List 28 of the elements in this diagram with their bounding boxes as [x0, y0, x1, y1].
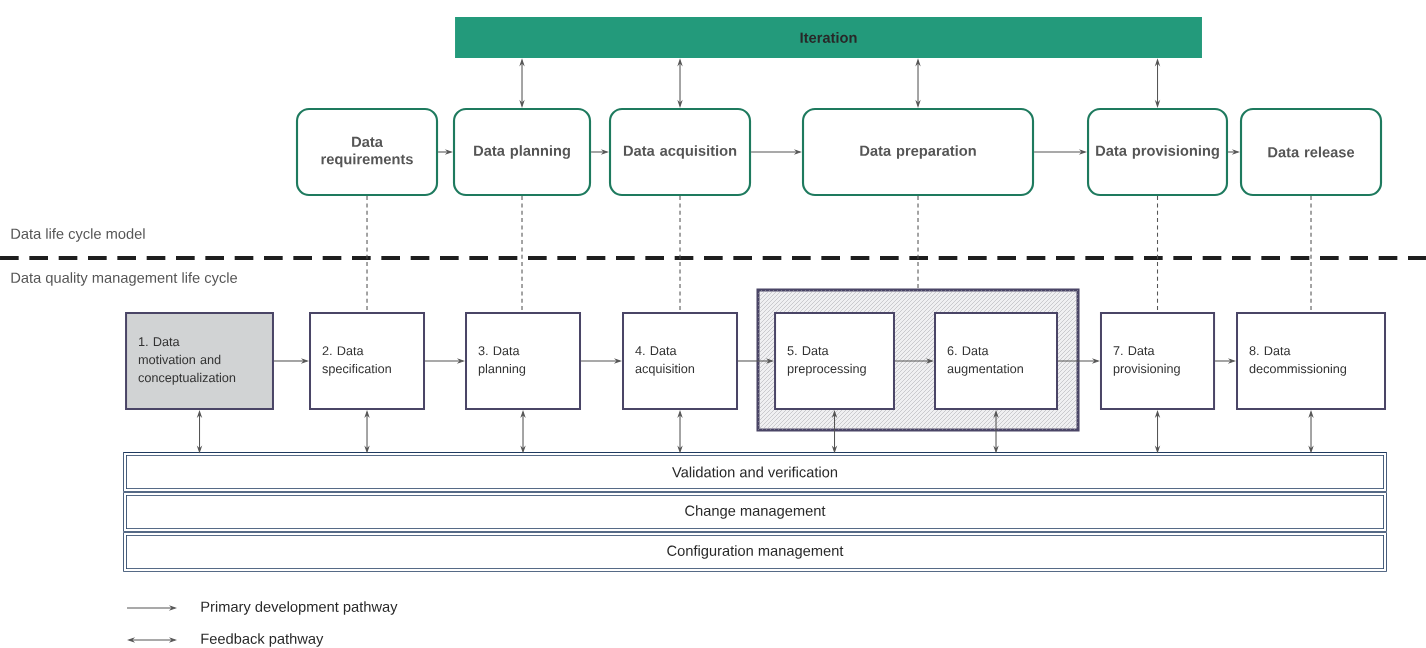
stage-box: Data requirements — [295, 107, 439, 197]
process-box: 4. Data acquisition — [622, 312, 738, 410]
stage-box: Data preparation — [801, 107, 1035, 197]
legend-label: Feedback pathway — [201, 633, 324, 647]
iteration-bar: Iteration — [455, 16, 1202, 59]
management-band: Change management — [123, 492, 1387, 532]
stage-box: Data acquisition — [608, 107, 752, 197]
process-box: 6. Data augmentation — [934, 312, 1058, 410]
process-box: 1. Data motivation and conceptualization — [125, 312, 274, 410]
section-label: Data life cycle model — [11, 228, 145, 242]
connector-line — [917, 195, 919, 289]
connector-line — [679, 195, 681, 313]
stage-box: Data release — [1239, 107, 1383, 197]
connector-line — [1156, 195, 1159, 313]
process-box: 2. Data specification — [309, 312, 425, 410]
management-band: Configuration management — [123, 532, 1387, 572]
stage-box: Data provisioning — [1087, 107, 1229, 197]
legend-label: Primary development pathway — [201, 601, 398, 615]
section-label: Data quality management life cycle — [11, 272, 238, 286]
process-box: 3. Data planning — [465, 312, 581, 410]
stage-box: Data planning — [452, 107, 592, 197]
connector-line — [521, 195, 523, 313]
connector-line — [366, 195, 368, 313]
management-band: Validation and verification — [123, 452, 1387, 492]
process-box: 5. Data preprocessing — [774, 312, 895, 410]
connector-line — [1310, 195, 1312, 313]
process-box: 7. Data provisioning — [1100, 312, 1216, 410]
process-box: 8. Data decommissioning — [1236, 312, 1386, 410]
